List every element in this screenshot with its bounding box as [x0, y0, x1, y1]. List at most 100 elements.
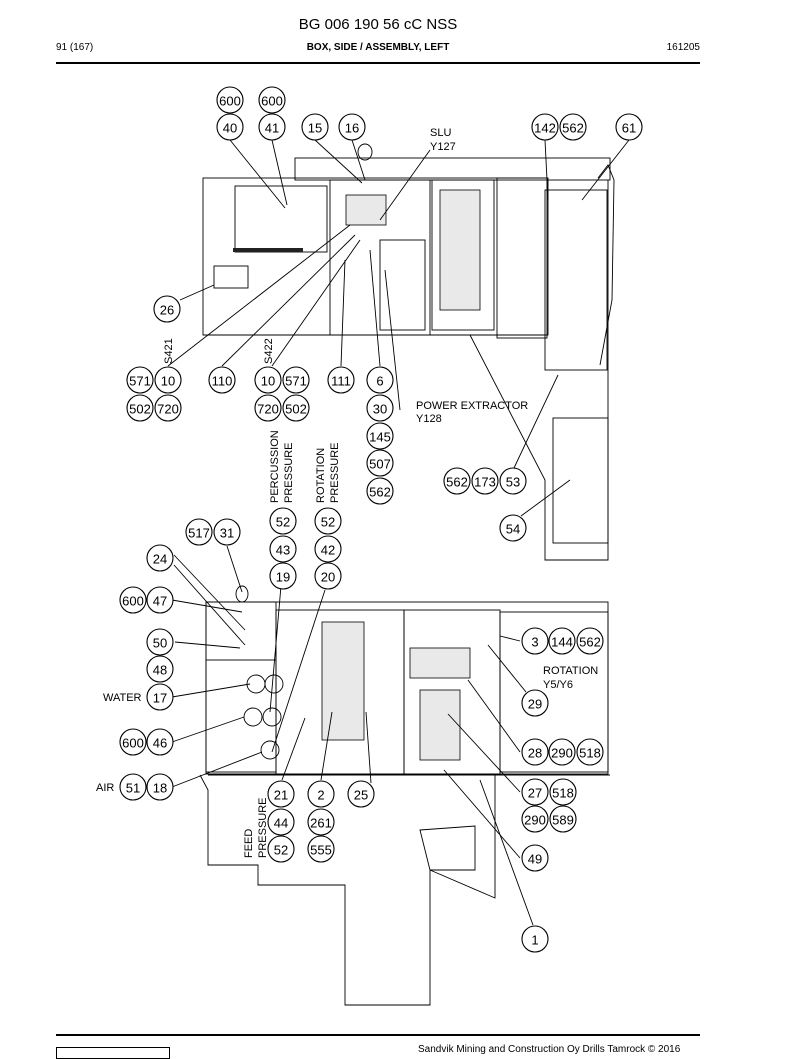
- callout-142: 142: [531, 113, 559, 141]
- callout-circle: [267, 780, 295, 808]
- callout-circle: [307, 780, 335, 808]
- callout-43: 43: [269, 535, 297, 563]
- callout-circle: [258, 86, 286, 114]
- callout-number: 44: [274, 816, 288, 831]
- callout-1: 1: [521, 925, 549, 953]
- callout-circle: [154, 394, 182, 422]
- callout-circle: [521, 805, 549, 833]
- callout-circle: [615, 113, 643, 141]
- callout-28: 28: [521, 738, 549, 766]
- callout-562: 562: [576, 627, 604, 655]
- callout-173: 173: [471, 467, 499, 495]
- callout-571: 571: [126, 366, 154, 394]
- callout-circle: [216, 86, 244, 114]
- callout-number: 290: [551, 746, 573, 761]
- callout-517: 517: [185, 518, 213, 546]
- callout-circle: [307, 808, 335, 836]
- callout-52: 52: [269, 507, 297, 535]
- callout-circle: [366, 477, 394, 505]
- upper-box-assembly: [202, 143, 615, 561]
- callout-number: 16: [345, 121, 359, 136]
- callout-110: 110: [208, 366, 236, 394]
- callout-number: 28: [528, 746, 542, 761]
- callout-number: 29: [528, 697, 542, 712]
- label-air: AIR: [96, 782, 114, 794]
- callout-number: 18: [153, 781, 167, 796]
- callout-24: 24: [146, 544, 174, 572]
- callout-20: 20: [314, 562, 342, 590]
- leader-lines: [167, 139, 630, 926]
- callout-number: 518: [579, 746, 601, 761]
- callout-circle: [548, 627, 576, 655]
- callout-41: 41: [258, 113, 286, 141]
- callout-number: 61: [622, 121, 636, 136]
- callout-circle: [521, 738, 549, 766]
- callout-circle: [208, 366, 236, 394]
- callout-518: 518: [549, 778, 577, 806]
- callout-145: 145: [366, 422, 394, 450]
- callout-number: 720: [257, 402, 279, 417]
- callout-circle: [347, 780, 375, 808]
- text-labels: SLU Y127 POWER EXTRACTOR Y128 S421 S422 …: [96, 127, 598, 858]
- callout-number: 562: [446, 475, 468, 490]
- callout-53: 53: [499, 467, 527, 495]
- callout-number: 562: [369, 485, 391, 500]
- callout-number: 40: [223, 121, 237, 136]
- callout-50: 50: [146, 628, 174, 656]
- callout-number: 51: [126, 781, 140, 796]
- callout-51: 51: [119, 773, 147, 801]
- callout-number: 41: [265, 121, 279, 136]
- callout-number: 562: [562, 121, 584, 136]
- callout-circle: [216, 113, 244, 141]
- callout-circle: [146, 544, 174, 572]
- callout-circle: [146, 628, 174, 656]
- label-power-extractor: POWER EXTRACTOR: [416, 400, 528, 412]
- header-rule: [56, 62, 700, 64]
- callout-number: 600: [122, 736, 144, 751]
- callout-circle: [153, 295, 181, 323]
- callout-111: 111: [327, 366, 355, 394]
- callout-circle: [366, 394, 394, 422]
- callout-circle: [338, 113, 366, 141]
- callout-circle: [282, 394, 310, 422]
- callout-circle: [521, 844, 549, 872]
- callout-144: 144: [548, 627, 576, 655]
- callout-600: 600: [119, 728, 147, 756]
- callout-number: 20: [321, 570, 335, 585]
- callout-circle: [471, 467, 499, 495]
- callout-49: 49: [521, 844, 549, 872]
- callout-44: 44: [267, 808, 295, 836]
- callout-number: 52: [276, 515, 290, 530]
- callout-number: 52: [274, 843, 288, 858]
- callout-261: 261: [307, 808, 335, 836]
- footer-rule: [56, 1034, 700, 1036]
- callout-circle: [126, 394, 154, 422]
- label-slu: SLU: [430, 127, 451, 139]
- callout-number: 50: [153, 636, 167, 651]
- label-rotation-vertical: ROTATION: [315, 448, 327, 503]
- callout-number: 562: [579, 635, 601, 650]
- callout-circle: [146, 586, 174, 614]
- callout-circle: [146, 773, 174, 801]
- callout-number: 290: [524, 813, 546, 828]
- callout-number: 10: [161, 374, 175, 389]
- callout-30: 30: [366, 394, 394, 422]
- callout-518: 518: [576, 738, 604, 766]
- callout-number: 21: [274, 788, 288, 803]
- page-reference: 91 (167): [56, 42, 94, 53]
- callout-502: 502: [282, 394, 310, 422]
- callout-circle: [549, 778, 577, 806]
- document-number: BG 006 190 56 cC NSS: [298, 16, 458, 33]
- callout-circle: [146, 728, 174, 756]
- callout-52: 52: [267, 835, 295, 863]
- callout-circle: [314, 535, 342, 563]
- callout-number: 502: [285, 402, 307, 417]
- callout-number: 46: [153, 736, 167, 751]
- callout-circle: [366, 422, 394, 450]
- callout-number: 517: [188, 526, 210, 541]
- callout-52: 52: [314, 507, 342, 535]
- callout-15: 15: [301, 113, 329, 141]
- callout-circle: [549, 805, 577, 833]
- callout-circle: [559, 113, 587, 141]
